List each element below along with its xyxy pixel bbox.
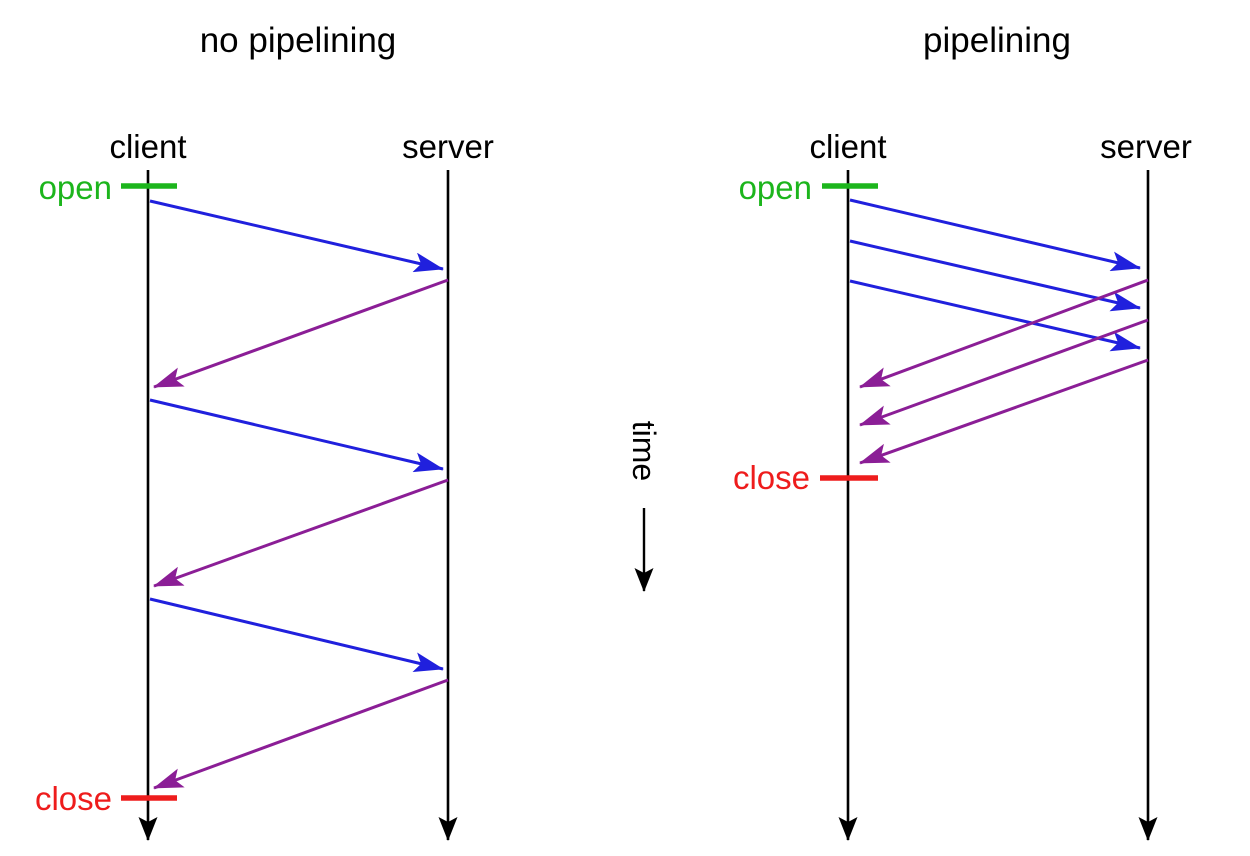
time-axis-label: time — [626, 421, 662, 481]
response-arrow-1 — [153, 278, 449, 389]
open-label: open — [739, 169, 812, 206]
panel-title: pipelining — [923, 21, 1071, 60]
request-arrow-2 — [149, 398, 444, 473]
close-label: close — [35, 780, 112, 817]
server-label: server — [402, 128, 494, 165]
response-arrow-3 — [153, 678, 449, 790]
server-label: server — [1100, 128, 1192, 165]
response-arrow-3 — [859, 358, 1149, 465]
panel-title: no pipelining — [200, 21, 397, 60]
request-arrow-1 — [149, 199, 444, 273]
close-label: close — [733, 459, 810, 496]
response-arrow-2 — [153, 478, 449, 588]
time-axis: time — [626, 421, 662, 592]
client-label: client — [109, 128, 186, 165]
request-arrow-1 — [849, 198, 1141, 272]
request-arrow-3 — [849, 279, 1141, 352]
request-arrow-2 — [849, 239, 1141, 312]
panel-pipelining: pipelining client server open close — [733, 21, 1192, 841]
response-arrow-2 — [859, 318, 1149, 427]
response-arrow-1 — [859, 278, 1149, 389]
request-arrow-3 — [149, 597, 444, 672]
client-label: client — [809, 128, 886, 165]
open-label: open — [39, 169, 112, 206]
panel-no-pipelining: no pipelining client server open close — [35, 21, 494, 841]
